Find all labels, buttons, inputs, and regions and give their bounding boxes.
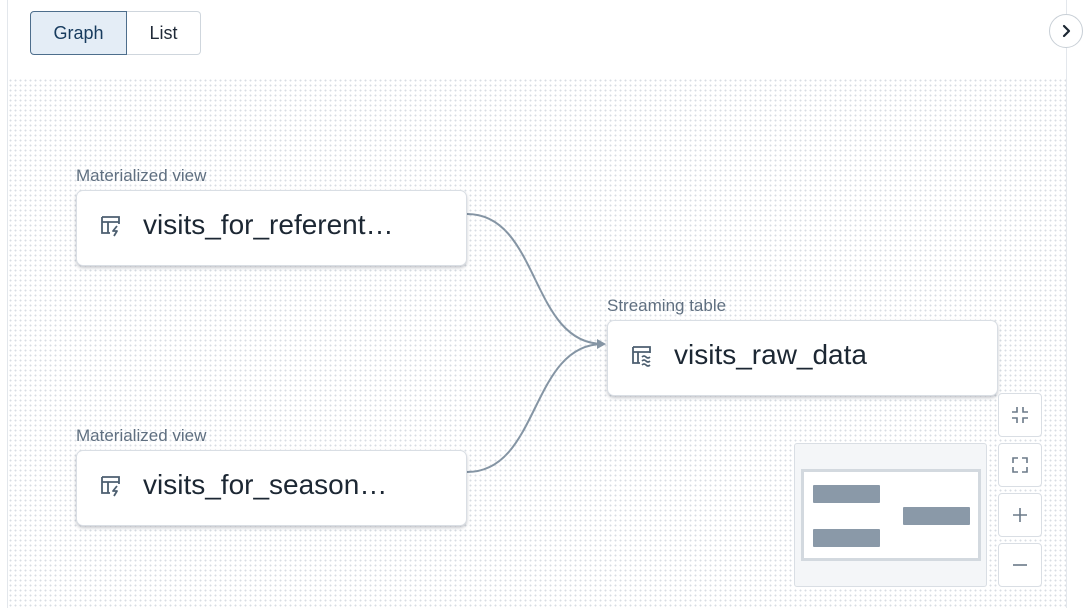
minimap[interactable] xyxy=(794,443,987,587)
minimap-node xyxy=(813,485,880,503)
chevron-right-icon xyxy=(1062,24,1071,38)
node-type-label: Materialized view xyxy=(76,426,207,445)
node-name: visits_for_referent… xyxy=(143,209,394,240)
graph-view-button[interactable]: Graph xyxy=(30,11,127,55)
minimap-node xyxy=(903,507,970,525)
collapse-panel-button[interactable] xyxy=(1049,14,1083,48)
zoom-in-icon xyxy=(1013,508,1027,522)
zoom-in-button[interactable] xyxy=(998,493,1042,537)
materialized-view-icon xyxy=(101,216,120,237)
zoom-out-button[interactable] xyxy=(998,543,1042,587)
panel-left-border xyxy=(7,0,8,608)
graph-node-visits-for-referent[interactable]: visits_for_referent… xyxy=(76,190,467,266)
graph-node-visits-raw-data[interactable]: visits_raw_data xyxy=(607,320,998,396)
streaming-table-icon xyxy=(632,346,651,367)
node-name: visits_raw_data xyxy=(674,339,867,370)
list-view-button[interactable]: List xyxy=(127,11,201,55)
view-toggle: Graph List xyxy=(30,11,201,55)
fit-view-icon xyxy=(1012,457,1028,473)
minimap-viewport[interactable] xyxy=(801,469,981,561)
minimap-node xyxy=(813,529,880,547)
materialized-view-icon xyxy=(101,476,120,497)
collapse-view-button[interactable] xyxy=(998,393,1042,437)
zoom-out-icon xyxy=(1013,564,1027,566)
graph-node-visits-for-season[interactable]: visits_for_season… xyxy=(76,450,467,526)
node-name: visits_for_season… xyxy=(143,469,388,500)
node-type-label: Streaming table xyxy=(607,296,727,315)
collapse-arrows-icon xyxy=(1012,407,1028,423)
panel-right-border xyxy=(1066,0,1067,608)
fit-view-button[interactable] xyxy=(998,443,1042,487)
node-type-label: Materialized view xyxy=(76,166,207,185)
